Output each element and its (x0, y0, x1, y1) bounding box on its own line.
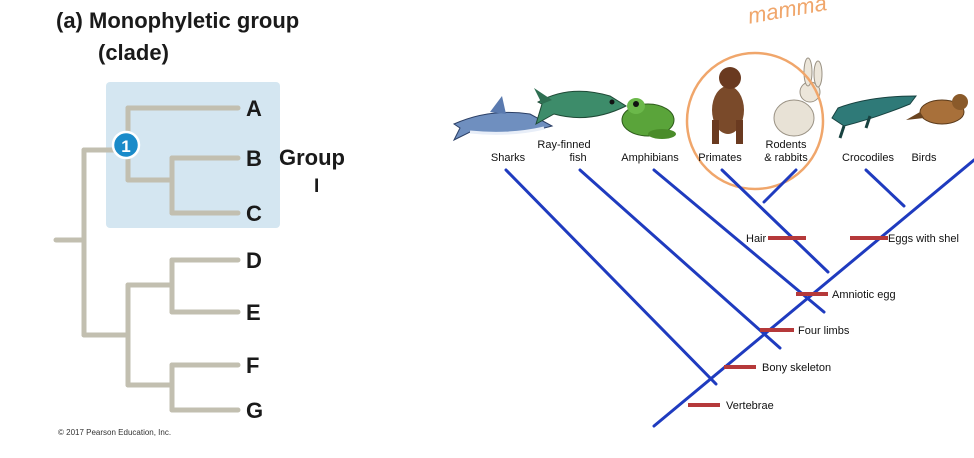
rabbit-icon (773, 57, 823, 137)
branch-amphibians (652, 168, 826, 314)
clade-highlight-box (106, 82, 280, 228)
branch-rodents-rabbits (762, 168, 798, 204)
group-numeral: I (314, 176, 319, 197)
trait-label-eggs: Eggs with shel (888, 233, 959, 245)
frog-icon (621, 98, 676, 139)
trait-label-bony-skeleton: Bony skeleton (762, 362, 831, 374)
shark-icon (452, 96, 554, 142)
branch-crocodiles (864, 168, 906, 208)
clade-tree: 1 A B C D E F G Group I (53, 82, 345, 423)
fish-icon (534, 88, 628, 126)
vertebrate-tree: mamma (452, 0, 974, 428)
branch-ray-finned-fish (578, 168, 782, 350)
taxon-f-label: F (246, 353, 259, 378)
taxon-g-label: G (246, 398, 263, 423)
trait-label-amniotic-egg: Amniotic egg (832, 289, 896, 301)
primate-icon (712, 67, 744, 144)
taxon-birds-label: Birds (911, 152, 937, 164)
taxon-b-label: B (246, 146, 262, 171)
bird-icon (906, 94, 968, 125)
trait-label-four-limbs: Four limbs (798, 325, 850, 337)
taxon-primates-label: Primates (698, 152, 742, 164)
taxon-ray-finned-label-line2: fish (569, 152, 586, 164)
taxon-a-label: A (246, 96, 262, 121)
taxon-ray-finned-label-line1: Ray-finned (537, 139, 590, 151)
branch-primates (720, 168, 830, 274)
taxon-rodents-label-line1: Rodents (766, 139, 807, 151)
taxon-e-label: E (246, 300, 261, 325)
taxon-amphibians-label: Amphibians (621, 152, 679, 164)
handwritten-note: mamma (746, 0, 829, 29)
group-label: Group (279, 145, 345, 170)
vertebrate-cladogram-panel: mamma (430, 0, 974, 458)
clade-diagram-panel: (a) Monophyletic group (clade) 1 (0, 0, 430, 458)
copyright-notice: © 2017 Pearson Education, Inc. (58, 428, 172, 437)
crocodile-icon (831, 95, 918, 139)
mammal-highlight-circle (685, 51, 825, 191)
taxon-c-label: C (246, 201, 262, 226)
figure-subtitle: (clade) (98, 40, 169, 65)
trait-label-hair: Hair (746, 233, 767, 245)
taxon-rodents-label-line2: & rabbits (764, 152, 808, 164)
node-1-marker (111, 130, 141, 160)
branch-sharks (504, 168, 718, 386)
trait-label-vertebrae: Vertebrae (726, 400, 774, 412)
taxon-sharks-label: Sharks (491, 152, 526, 164)
node-1-label: 1 (121, 137, 130, 156)
figure-title: (a) Monophyletic group (56, 8, 300, 33)
taxon-crocodiles-label: Crocodiles (842, 152, 894, 164)
taxon-d-label: D (246, 248, 262, 273)
